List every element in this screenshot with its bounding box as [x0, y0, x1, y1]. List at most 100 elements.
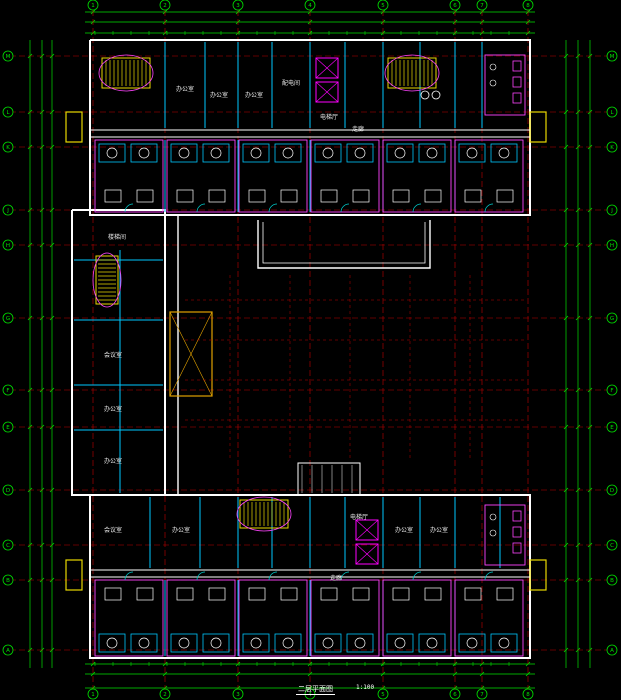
door-swing — [340, 203, 350, 213]
fixture — [138, 637, 150, 649]
courtyard-parapet — [257, 220, 431, 269]
axis-bubble — [522, 0, 534, 11]
stairwell-west — [95, 255, 119, 305]
unit-room — [382, 579, 452, 657]
bed — [280, 189, 298, 203]
elevator-car — [315, 81, 339, 103]
fixture — [354, 637, 366, 649]
room-partitions — [74, 42, 524, 657]
axis-bubble-label: 2 — [163, 692, 167, 698]
dimension-tick — [563, 315, 569, 321]
bath-pod — [418, 633, 446, 653]
bath-pod — [314, 143, 342, 163]
bed — [248, 587, 266, 601]
axis-bubble — [2, 50, 14, 62]
west-room-label: 办公室 — [104, 406, 123, 413]
toilet-stall — [512, 542, 522, 554]
bed — [392, 189, 410, 203]
axis-bubble-label: K — [6, 145, 10, 151]
skylight-west — [169, 311, 213, 397]
drawing-title: 二层平面图 — [296, 685, 335, 695]
dimension-tick — [563, 144, 569, 150]
axis-bubble — [159, 688, 171, 700]
axis-bubble — [232, 0, 244, 11]
axis-bubble-label: 7 — [480, 3, 484, 9]
door-swing — [124, 571, 134, 581]
axis-bubble — [476, 688, 488, 700]
washbasin — [489, 513, 497, 521]
bath-pod — [490, 633, 518, 653]
elevator-cross — [315, 57, 339, 79]
stairwells — [92, 54, 440, 532]
axis-bubble-label: A — [6, 648, 10, 654]
axis-bubble-label: 1 — [91, 3, 95, 9]
axis-bubble-label: 5 — [381, 692, 385, 698]
dimension-tick — [563, 109, 569, 115]
bed — [424, 587, 442, 601]
west-room-label: 办公室 — [104, 458, 123, 465]
bath-pod — [242, 633, 270, 653]
south-room-label: 办公室 — [430, 527, 449, 534]
axis-bubble — [606, 484, 618, 496]
west-room-label: 会议室 — [104, 352, 123, 359]
bath-pod — [202, 633, 230, 653]
fixture — [498, 637, 510, 649]
axis-bubble-label: B — [610, 578, 614, 584]
bed — [176, 587, 194, 601]
side-balcony — [529, 559, 547, 591]
bath-pod — [458, 633, 486, 653]
axis-bubble — [2, 574, 14, 586]
axis-bubble-label: A — [610, 648, 614, 654]
stairwell-north-east — [387, 57, 437, 89]
axis-bubble — [606, 312, 618, 324]
bath-pod — [458, 143, 486, 163]
toilet-stall — [512, 510, 522, 522]
door-swing — [268, 571, 278, 581]
axis-bubble — [606, 106, 618, 118]
south-room-label: 会议室 — [104, 527, 123, 534]
axis-bubble — [606, 239, 618, 251]
dimension-tick — [90, 671, 96, 677]
axis-bubble — [2, 141, 14, 153]
bed — [496, 189, 514, 203]
axis-bubble — [606, 539, 618, 551]
axis-bubble-label: 8 — [526, 692, 530, 698]
door-swing — [196, 571, 206, 581]
axis-bubble-label: E — [610, 425, 614, 431]
side-balcony — [65, 559, 83, 591]
dimension-tick — [563, 242, 569, 248]
bed — [464, 189, 482, 203]
washbasin — [489, 79, 497, 87]
bath-pod — [130, 633, 158, 653]
bed — [208, 587, 226, 601]
axis-bubble-label: E — [6, 425, 10, 431]
washbasin — [489, 529, 497, 537]
dimension-tick — [563, 53, 569, 59]
axis-bubble-label: 4 — [308, 3, 312, 9]
unit-room — [382, 139, 452, 213]
door-swing — [412, 203, 422, 213]
bath-pod — [314, 633, 342, 653]
unit-room — [310, 139, 380, 213]
south-room-label: 走廊 — [330, 575, 343, 582]
bed — [104, 587, 122, 601]
skylight-diagonal — [169, 311, 213, 397]
exterior-walls — [65, 39, 547, 659]
bed — [496, 587, 514, 601]
fixture — [250, 147, 262, 159]
axis-bubble — [304, 0, 316, 11]
dimension-tick — [563, 424, 569, 430]
north-room-label: 办公室 — [210, 92, 229, 99]
elevator-car — [315, 57, 339, 79]
bath-pod — [98, 633, 126, 653]
bed — [464, 587, 482, 601]
south-wing-outline — [89, 494, 531, 659]
fixture — [106, 147, 118, 159]
axis-bubble-label: 4 — [308, 692, 312, 698]
fixture — [394, 637, 406, 649]
toilet-stall — [512, 60, 522, 72]
fixture — [426, 147, 438, 159]
axis-bubble-label: F — [610, 388, 613, 394]
bath-pod — [386, 633, 414, 653]
